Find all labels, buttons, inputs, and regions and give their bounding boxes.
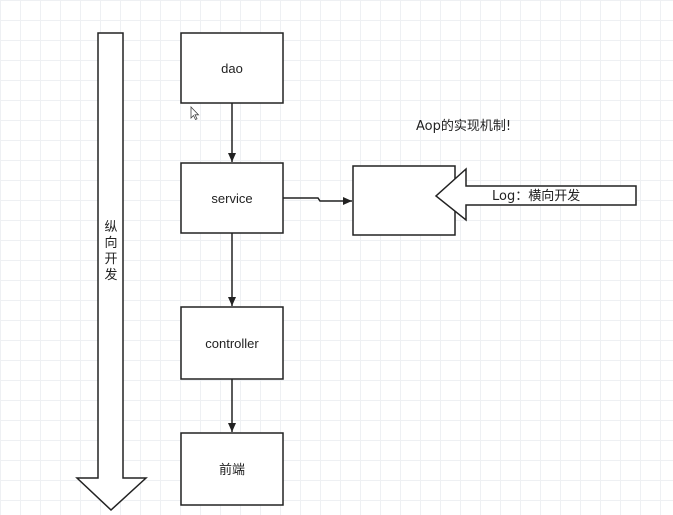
- vertical-development-arrow: [75, 32, 148, 512]
- service-label: service: [211, 191, 252, 206]
- vertical-label-char-3: 开: [104, 252, 117, 267]
- aop-title: Aop的实现机制!: [416, 118, 511, 134]
- vertical-label-char-4: 发: [104, 267, 117, 283]
- frontend-label: 前端: [219, 462, 245, 477]
- frontend-box: [180, 432, 284, 506]
- arrow-service-to-aop: [283, 197, 352, 205]
- mouse-cursor-icon: [190, 106, 200, 121]
- vertical-label-char-1: 纵: [104, 220, 117, 235]
- log-horizontal-arrow: [434, 167, 637, 222]
- aop-box: [352, 165, 456, 236]
- controller-label: controller: [205, 336, 259, 351]
- vertical-label-char-2: 向: [104, 235, 117, 251]
- dao-label: dao: [221, 61, 243, 76]
- log-label: Log：横向开发: [492, 188, 580, 204]
